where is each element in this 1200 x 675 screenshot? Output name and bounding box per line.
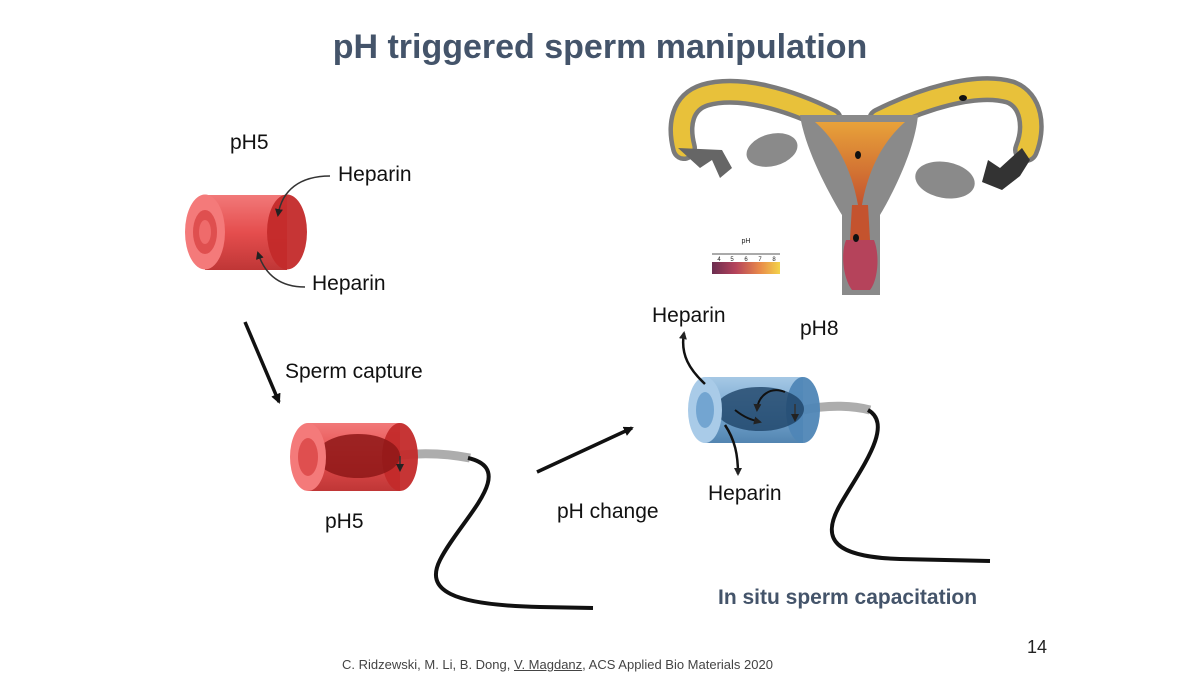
ph-tick-8: 8 [772,257,776,263]
ph-tick-7: 7 [758,257,762,263]
ph-tick-5: 5 [730,257,734,263]
citation-authors: C. Ridzewski, M. Li, B. Dong, [342,657,514,672]
label-ph5-top: pH5 [230,131,269,154]
sperm-capture-arrow [243,321,281,404]
reproductive-tract-illustration [668,76,1044,295]
caption-in-situ-capacitation: In situ sperm capacitation [718,586,978,609]
tube-ph8-with-sperm [688,377,991,563]
page-number: 14 [1027,637,1048,657]
citation-journal: , ACS Applied Bio Materials 2020 [582,657,773,672]
tube-ph5-empty [185,194,307,270]
heparin-release-arrow-up [678,331,706,385]
ph-tick-6: 6 [744,257,748,263]
label-heparin-release-bottom: Heparin [708,482,782,505]
tube-ph5-with-sperm [290,423,594,610]
citation: C. Ridzewski, M. Li, B. Dong, V. Magdanz… [0,657,1115,672]
label-ph-change: pH change [557,500,659,523]
label-ph8: pH8 [800,317,839,340]
ph-scale: pH 4 5 6 7 8 [712,238,780,274]
ph-tick-4: 4 [717,257,721,263]
ph-gradient-bar [712,262,780,274]
label-heparin-top: Heparin [338,163,412,186]
label-ph5-bottom: pH5 [325,510,364,533]
heparin-release-arrow-down [723,424,742,476]
ph-change-arrow [536,426,634,474]
label-sperm-capture: Sperm capture [285,360,423,383]
ph-scale-title: pH [742,238,751,245]
citation-highlighted-author: V. Magdanz [513,657,583,672]
slide-title: pH triggered sperm manipulation [332,28,868,66]
heparin-pointer-top [275,175,331,217]
label-heparin-release-top: Heparin [652,304,726,327]
label-heparin-bottom: Heparin [312,272,386,295]
heparin-pointer-bottom [256,251,306,288]
